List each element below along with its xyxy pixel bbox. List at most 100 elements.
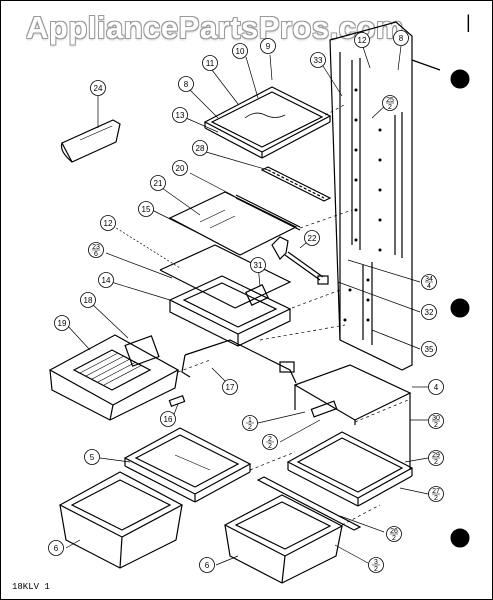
callout-c1: 12	[242, 415, 258, 431]
callout-c35: 35	[421, 341, 437, 357]
callout-number: 30	[432, 415, 440, 422]
callout-circle	[421, 341, 437, 357]
callout-number: 10	[236, 47, 245, 56]
callout-circle	[260, 38, 276, 54]
callout-circle	[421, 304, 437, 320]
callout-c16: 16	[160, 411, 176, 427]
callout-quantity: 6	[94, 251, 98, 258]
callout-number: 27	[432, 488, 440, 495]
callout-c14: 14	[98, 272, 114, 288]
callout-c28: 28	[192, 140, 208, 156]
callout-quantity: 4	[427, 283, 431, 290]
callout-circle	[310, 52, 326, 68]
binder-hole-top	[450, 69, 470, 89]
callout-c24: 24	[90, 80, 106, 96]
callout-number: 5	[90, 453, 95, 462]
callout-c20: 20	[172, 160, 188, 176]
callout-circle	[150, 175, 166, 191]
callout-number: 34	[425, 276, 433, 283]
callout-c8b: 8	[178, 76, 194, 92]
callout-number: 26	[390, 528, 398, 535]
callout-number: 29	[432, 452, 440, 459]
callout-number: 25	[386, 97, 394, 104]
callout-number: 12	[358, 36, 367, 45]
callout-c8a: 8	[393, 30, 409, 46]
callout-quantity: 2	[248, 424, 252, 431]
callout-c6b: 6	[199, 557, 215, 573]
callout-c32: 32	[421, 304, 437, 320]
callout-number: 35	[425, 345, 434, 354]
callout-c17: 17	[222, 379, 238, 395]
callout-circle	[172, 160, 188, 176]
crisper-cover-frame	[159, 244, 292, 309]
middle-glass-shelf	[168, 191, 298, 256]
callout-number: 8	[184, 80, 189, 89]
callout-circle	[172, 107, 188, 123]
left-crisper-drawer	[48, 334, 180, 421]
callout-number: 24	[94, 84, 103, 93]
callout-c12b: 12	[100, 215, 116, 231]
callout-number: 22	[308, 234, 317, 243]
callout-c18: 18	[80, 292, 96, 308]
callout-number: 32	[425, 308, 434, 317]
callout-circle	[80, 292, 96, 308]
callout-circle	[138, 201, 154, 217]
right-crisper-pan	[223, 494, 344, 584]
alignment-lines	[177, 103, 409, 526]
callout-c21: 21	[150, 175, 166, 191]
callout-number: 14	[102, 276, 111, 285]
callout-circle	[199, 557, 215, 573]
callout-circle	[222, 379, 238, 395]
callout-number: 15	[142, 205, 151, 214]
drawing-code: 18KLV 1	[12, 582, 50, 592]
callout-circle	[90, 80, 106, 96]
right-crisper-cover	[286, 431, 414, 507]
callout-c2: 22	[262, 434, 278, 450]
callout-c25: 252	[382, 95, 398, 111]
callout-circle	[304, 230, 320, 246]
callout-quantity: 2	[374, 566, 378, 573]
callout-circle	[84, 449, 100, 465]
callout-circle	[54, 315, 70, 331]
drawer-rail	[256, 476, 362, 531]
callout-c15: 15	[138, 201, 154, 217]
callout-number: 4	[434, 383, 439, 392]
callout-number: 31	[254, 261, 263, 270]
callout-c23: 236	[88, 242, 104, 258]
callout-number: 33	[314, 56, 323, 65]
callout-c31: 31	[250, 257, 266, 273]
callout-c34: 344	[421, 274, 437, 290]
callout-c27: 272	[428, 486, 444, 502]
callout-c11: 11	[202, 55, 218, 71]
callout-quantity: 2	[268, 443, 272, 450]
callout-number: 13	[176, 111, 185, 120]
callout-number: 19	[58, 319, 67, 328]
callout-c3: 32	[368, 557, 384, 573]
meat-drawer	[168, 275, 292, 347]
callout-number: 6	[54, 544, 59, 553]
callout-c6a: 6	[48, 540, 64, 556]
callout-number: 28	[196, 144, 205, 153]
callout-c29: 292	[428, 450, 444, 466]
callout-number: 20	[176, 164, 185, 173]
callout-number: 21	[154, 179, 163, 188]
callout-number: 23	[92, 244, 100, 251]
callout-circle	[100, 215, 116, 231]
callout-c12a: 12	[354, 32, 370, 48]
callout-number: 11	[206, 59, 215, 68]
callout-number: 9	[266, 42, 271, 51]
callout-circle	[393, 30, 409, 46]
callout-circle	[232, 43, 248, 59]
callout-number: 1	[248, 417, 252, 424]
callout-c5: 5	[84, 449, 100, 465]
callout-quantity: 2	[434, 459, 438, 466]
door-bin	[60, 119, 121, 163]
shelf-support-studs	[343, 88, 382, 322]
callout-c30: 302	[428, 413, 444, 429]
callout-quantity: 2	[434, 422, 438, 429]
callout-c4: 4	[428, 379, 444, 395]
callout-number: 18	[84, 296, 93, 305]
callout-number: 2	[268, 436, 272, 443]
